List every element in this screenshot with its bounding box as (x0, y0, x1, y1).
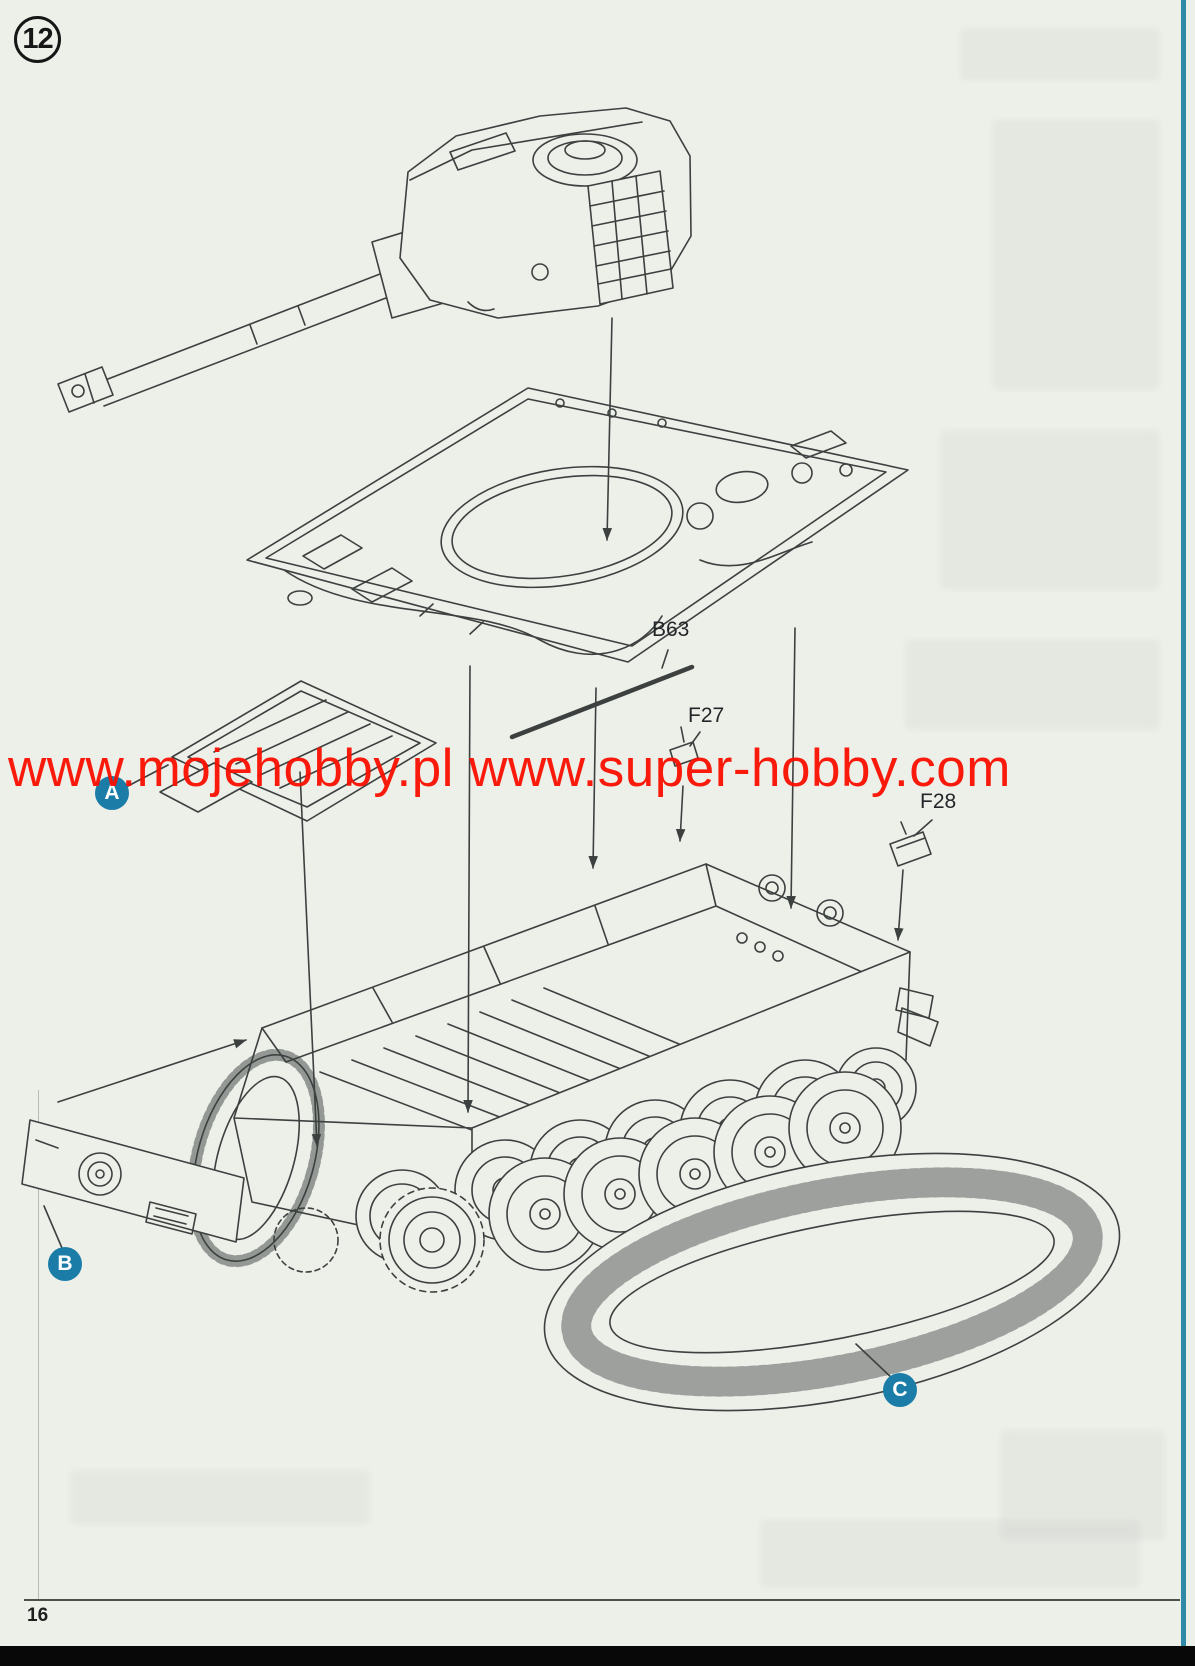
assembly-arrows (57, 317, 904, 1147)
page-number: 16 (27, 1605, 49, 1626)
part-label-b63: B63 (652, 618, 690, 641)
print-bleed-ghost (760, 1520, 1140, 1588)
turret-drawing (57, 107, 692, 413)
rod-b63-drawing (509, 649, 695, 740)
assembly-badge-a: A (95, 776, 129, 810)
part-label-f27: F27 (688, 704, 725, 727)
part-label-f28: F28 (920, 790, 957, 813)
page-edge-strip (1181, 0, 1186, 1646)
print-bleed-ghost (905, 640, 1160, 730)
assembly-badge-b: B (48, 1247, 82, 1281)
part-f28-drawing (889, 819, 933, 867)
left-track-drawing (187, 1048, 339, 1273)
watermark-text: www.mojehobby.pl www.super-hobby.com (8, 739, 1011, 798)
track-c-leader-line (855, 1343, 895, 1381)
print-bleed-ghost (1000, 1430, 1165, 1540)
scan-footer-bar (0, 1646, 1195, 1666)
print-bleed-ghost (940, 430, 1160, 590)
print-bleed-ghost (992, 120, 1160, 390)
footer-rule (24, 1599, 1180, 1601)
panel-a-drawing (127, 680, 437, 822)
part-f27-drawing (669, 726, 701, 767)
hull-top-plate-drawing (246, 387, 909, 663)
step-number-badge: 12 (14, 16, 61, 63)
track-loop-c-drawing (543, 1152, 1121, 1412)
page-margin-line (38, 1090, 39, 1599)
front-plate-b-drawing (21, 1119, 245, 1249)
assembly-badge-c: C (883, 1373, 917, 1407)
print-bleed-ghost (70, 1470, 370, 1525)
print-bleed-ghost (960, 28, 1160, 80)
